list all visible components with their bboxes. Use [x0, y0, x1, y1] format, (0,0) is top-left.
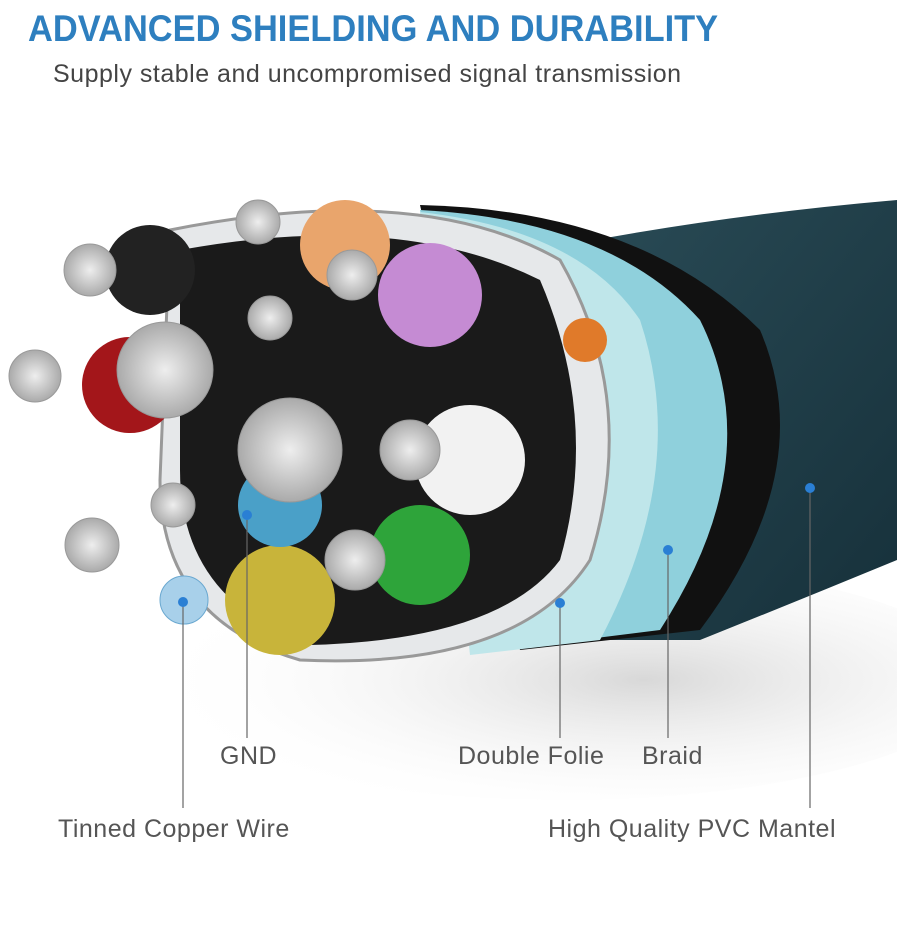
wire-small-orange	[563, 318, 607, 362]
label-double-folie: Double Folie	[458, 742, 605, 770]
wire-black	[105, 225, 195, 315]
copper-strands	[8, 199, 441, 591]
page-title: ADVANCED SHIELDING AND DURABILITY	[28, 8, 719, 49]
label-gnd: GND	[220, 742, 278, 770]
wire-yellow	[225, 545, 335, 655]
wire-green	[370, 505, 470, 605]
label-tinned-copper-wire: Tinned Copper Wire	[58, 815, 290, 843]
leader-lines	[182, 488, 811, 808]
marker-dots	[178, 483, 815, 608]
label-braid: Braid	[642, 742, 703, 770]
page-subtitle: Supply stable and uncompromised signal t…	[53, 60, 682, 88]
label-pvc-mantel: High Quality PVC Mantel	[548, 815, 837, 843]
wire-white	[415, 405, 525, 515]
wire-purple	[378, 243, 482, 347]
